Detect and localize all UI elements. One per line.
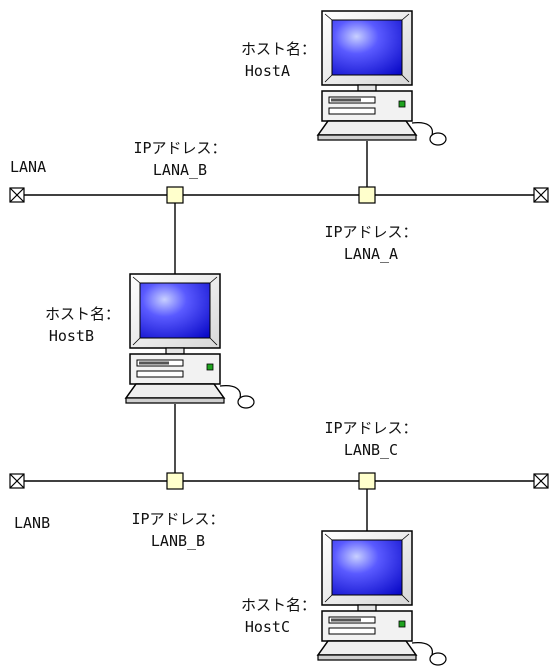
lana-label: LANA (10, 158, 47, 176)
hostb-name: HostB (48, 327, 94, 345)
lanb-c-connector-icon (358, 472, 376, 490)
ip-lana-a-value: LANA_A (343, 245, 399, 263)
hostc-name: HostC (244, 618, 290, 636)
lana-left-terminator-icon (9, 187, 25, 203)
ip-lanb-c-value: LANB_C (343, 441, 399, 459)
hostc-name-caption: ホスト名： (240, 596, 316, 614)
hostb-label: ホスト名： HostB (0, 303, 120, 347)
hosta-label: ホスト名： HostA (196, 38, 316, 82)
hosta-name: HostA (244, 62, 290, 80)
lana-a-connector-icon (358, 186, 376, 204)
ip-lana-a-label: IPアドレス： LANA_A (301, 221, 441, 265)
hostc-computer-icon (317, 530, 447, 666)
ip-lana-b-label: IPアドレス： LANA_B (110, 137, 250, 181)
lanb-b-connector-icon (166, 472, 184, 490)
ip-lanb-b-caption: IPアドレス： (131, 510, 225, 528)
lana-right-terminator-icon (533, 187, 549, 203)
hosta-name-caption: ホスト名： (240, 40, 316, 58)
lanb-label: LANB (14, 514, 51, 532)
network-lines (24, 141, 534, 531)
lanb-right-terminator-icon (533, 473, 549, 489)
ip-lana-b-caption: IPアドレス： (133, 139, 227, 157)
ip-lana-b-value: LANA_B (152, 161, 208, 179)
ip-lanb-c-label: IPアドレス： LANB_C (301, 417, 441, 461)
ip-lanb-b-label: IPアドレス： LANB_B (108, 508, 248, 552)
hostb-computer-icon (125, 273, 255, 409)
ip-lana-a-caption: IPアドレス： (324, 223, 418, 241)
hostc-label: ホスト名： HostC (196, 594, 316, 638)
ip-lanb-c-caption: IPアドレス： (324, 419, 418, 437)
hostb-name-caption: ホスト名： (44, 305, 120, 323)
hosta-computer-icon (317, 10, 447, 146)
ip-lanb-b-value: LANB_B (150, 532, 206, 550)
lanb-left-terminator-icon (9, 473, 25, 489)
lana-b-connector-icon (166, 186, 184, 204)
